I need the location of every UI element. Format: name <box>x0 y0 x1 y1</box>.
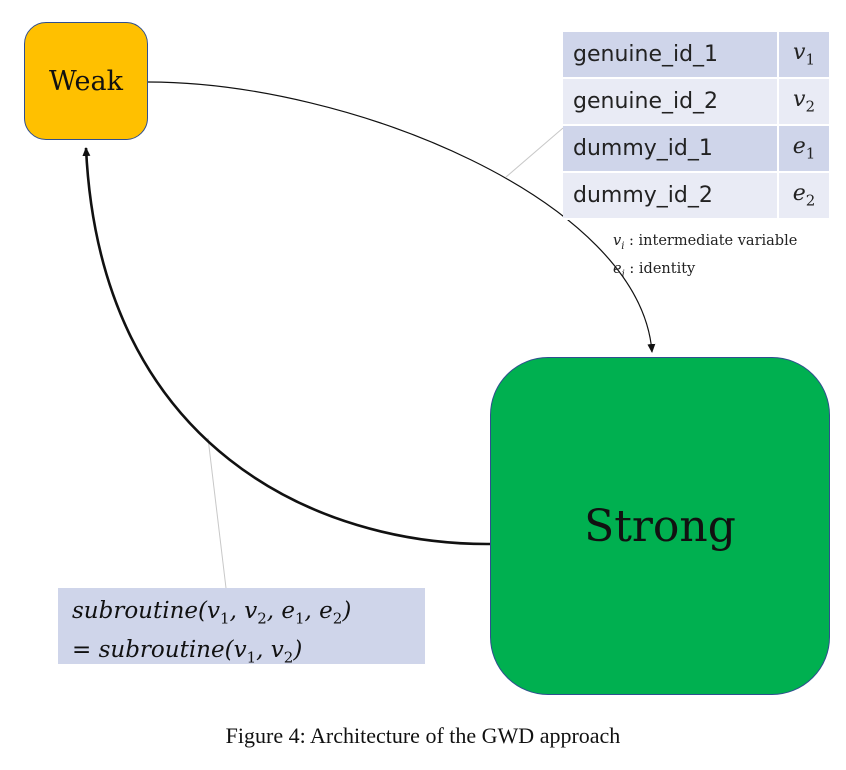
id-name-cell: dummy_id_1 <box>563 125 779 173</box>
id-name-cell: genuine_id_2 <box>563 78 779 126</box>
table-callout-line <box>505 127 564 178</box>
table-row: genuine_id_2 v2 <box>563 78 831 126</box>
figure-caption: Figure 4: Architecture of the GWD approa… <box>225 723 621 748</box>
variable-cell: v2 <box>778 78 831 126</box>
table-row: dummy_id_1 e1 <box>563 125 831 173</box>
weak-node: Weak <box>24 22 148 140</box>
weak-to-strong-arrow <box>147 81 656 353</box>
id-mapping-table: genuine_id_1 v1 genuine_id_2 v2 dummy_id… <box>563 32 831 220</box>
formula-callout-line <box>207 437 227 589</box>
table-row: dummy_id_2 e2 <box>563 172 831 220</box>
id-name-cell: dummy_id_2 <box>563 172 779 220</box>
variable-cell: e1 <box>778 125 831 173</box>
subroutine-formula: subroutine(v1, v2, e1, e2) = subroutine(… <box>58 588 425 666</box>
legend-item: vi : intermediate variable <box>613 233 798 252</box>
formula-line-1: subroutine(v1, v2, e1, e2) <box>72 598 352 628</box>
legend-item: ei : identity <box>613 260 696 280</box>
variable-cell: v1 <box>778 32 831 79</box>
strong-to-weak-arrow <box>82 147 491 546</box>
variable-legend: vi : intermediate variable ei : identity <box>613 230 797 286</box>
id-name-cell: genuine_id_1 <box>563 32 779 79</box>
formula-line-2: = subroutine(v1, v2) <box>72 636 303 667</box>
weak-label: Weak <box>49 65 123 97</box>
strong-node: Strong <box>490 357 830 695</box>
variable-cell: e2 <box>778 172 831 220</box>
table-row: genuine_id_1 v1 <box>563 32 831 79</box>
strong-label: Strong <box>584 500 736 552</box>
